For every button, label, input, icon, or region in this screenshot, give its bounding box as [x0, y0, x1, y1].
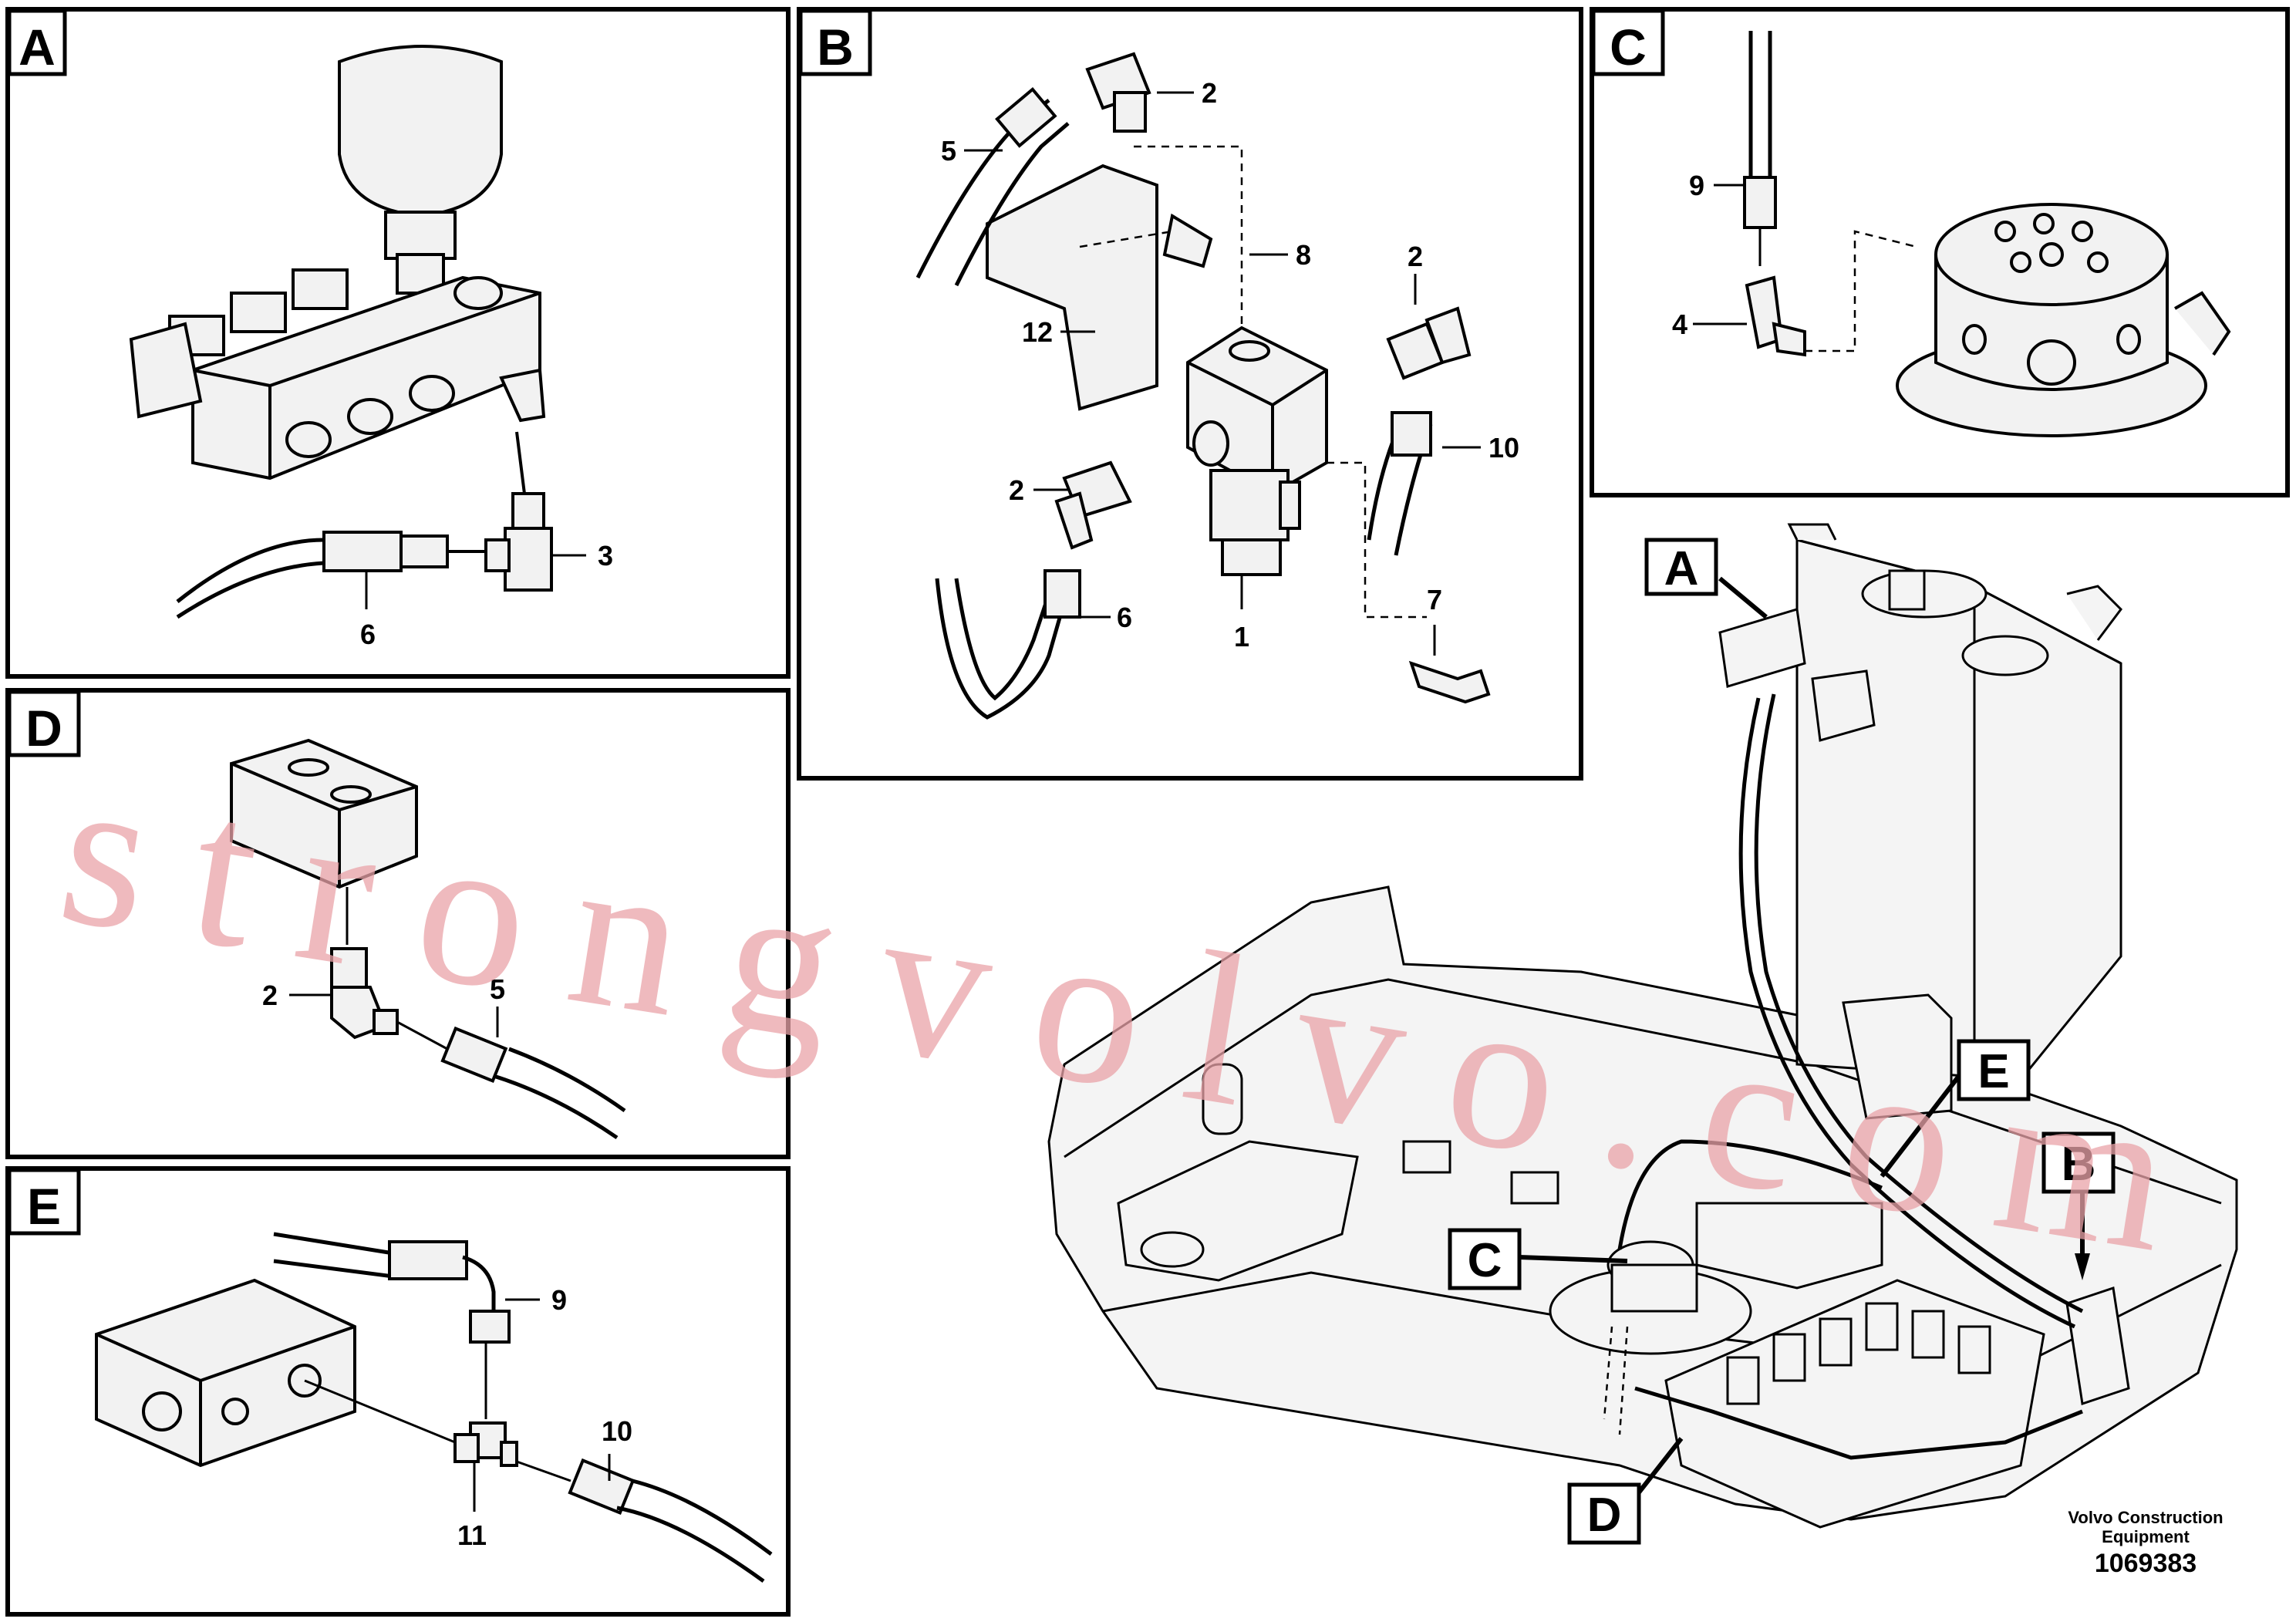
block-fitting-d-drawing — [230, 738, 626, 1140]
overview-tag-e: E — [1977, 1045, 2009, 1098]
callout-b-12: 12 — [1022, 316, 1053, 348]
panel-c-label: C — [1610, 19, 1647, 76]
swivel-joint-drawing — [1743, 31, 2231, 437]
solenoid-valve-drawing — [915, 52, 1491, 720]
overview-tags: A E B C D — [1448, 538, 2116, 1545]
callout-b-2-top: 2 — [1202, 77, 1217, 109]
callout-b-1: 1 — [1234, 621, 1249, 653]
overview-tag-c: C — [1468, 1234, 1502, 1287]
callout-b-10: 10 — [1489, 432, 1519, 464]
accumulator-valve-block-drawing — [129, 45, 553, 619]
callout-e-9: 9 — [551, 1284, 567, 1316]
callout-b-8: 8 — [1296, 239, 1311, 271]
overview-hidden-lines — [1603, 1326, 1629, 1435]
footer-doc-number: 1069383 — [2095, 1549, 2197, 1578]
overview-tag-d: D — [1587, 1489, 1622, 1542]
block-tee-e-drawing — [95, 1232, 773, 1583]
callout-b-2-right: 2 — [1408, 241, 1423, 272]
panel-b-label: B — [817, 19, 854, 76]
overview-upper-frame-drawing — [1047, 523, 2238, 1529]
footer: Volvo Construction Equipment 1069383 — [2068, 1508, 2223, 1578]
overview-hoses — [1617, 693, 2084, 1460]
callout-b-2-left: 2 — [1009, 474, 1024, 506]
panel-d-label: D — [25, 700, 62, 757]
callout-d-5: 5 — [490, 973, 505, 1005]
assembly-leaders-b — [1079, 145, 1427, 619]
panel-e-label: E — [27, 1178, 61, 1235]
callout-c-4: 4 — [1672, 309, 1687, 340]
callout-b-7: 7 — [1427, 584, 1442, 615]
footer-company-line2: Equipment — [2102, 1527, 2190, 1546]
panel-a: A — [5, 7, 791, 679]
callout-e-11: 11 — [457, 1519, 487, 1551]
callout-e-10: 10 — [602, 1415, 632, 1447]
panel-a-label: A — [19, 19, 56, 76]
callout-c-9: 9 — [1689, 170, 1704, 201]
overview-tag-a: A — [1664, 542, 1699, 595]
callout-a-3: 3 — [598, 540, 613, 572]
footer-company-line1: Volvo Construction — [2068, 1508, 2223, 1527]
overview-tag-b: B — [2062, 1138, 2096, 1191]
panel-d: D 2 5 — [5, 688, 791, 1159]
panel-b: B — [797, 7, 1583, 781]
panel-c: C 9 4 — [1590, 7, 2290, 497]
panel-e: E 9 10 11 — [5, 1166, 791, 1617]
callout-a-6: 6 — [360, 619, 376, 650]
callout-b-6: 6 — [1117, 602, 1132, 633]
callout-d-2: 2 — [262, 980, 278, 1011]
callout-b-5: 5 — [941, 135, 956, 167]
